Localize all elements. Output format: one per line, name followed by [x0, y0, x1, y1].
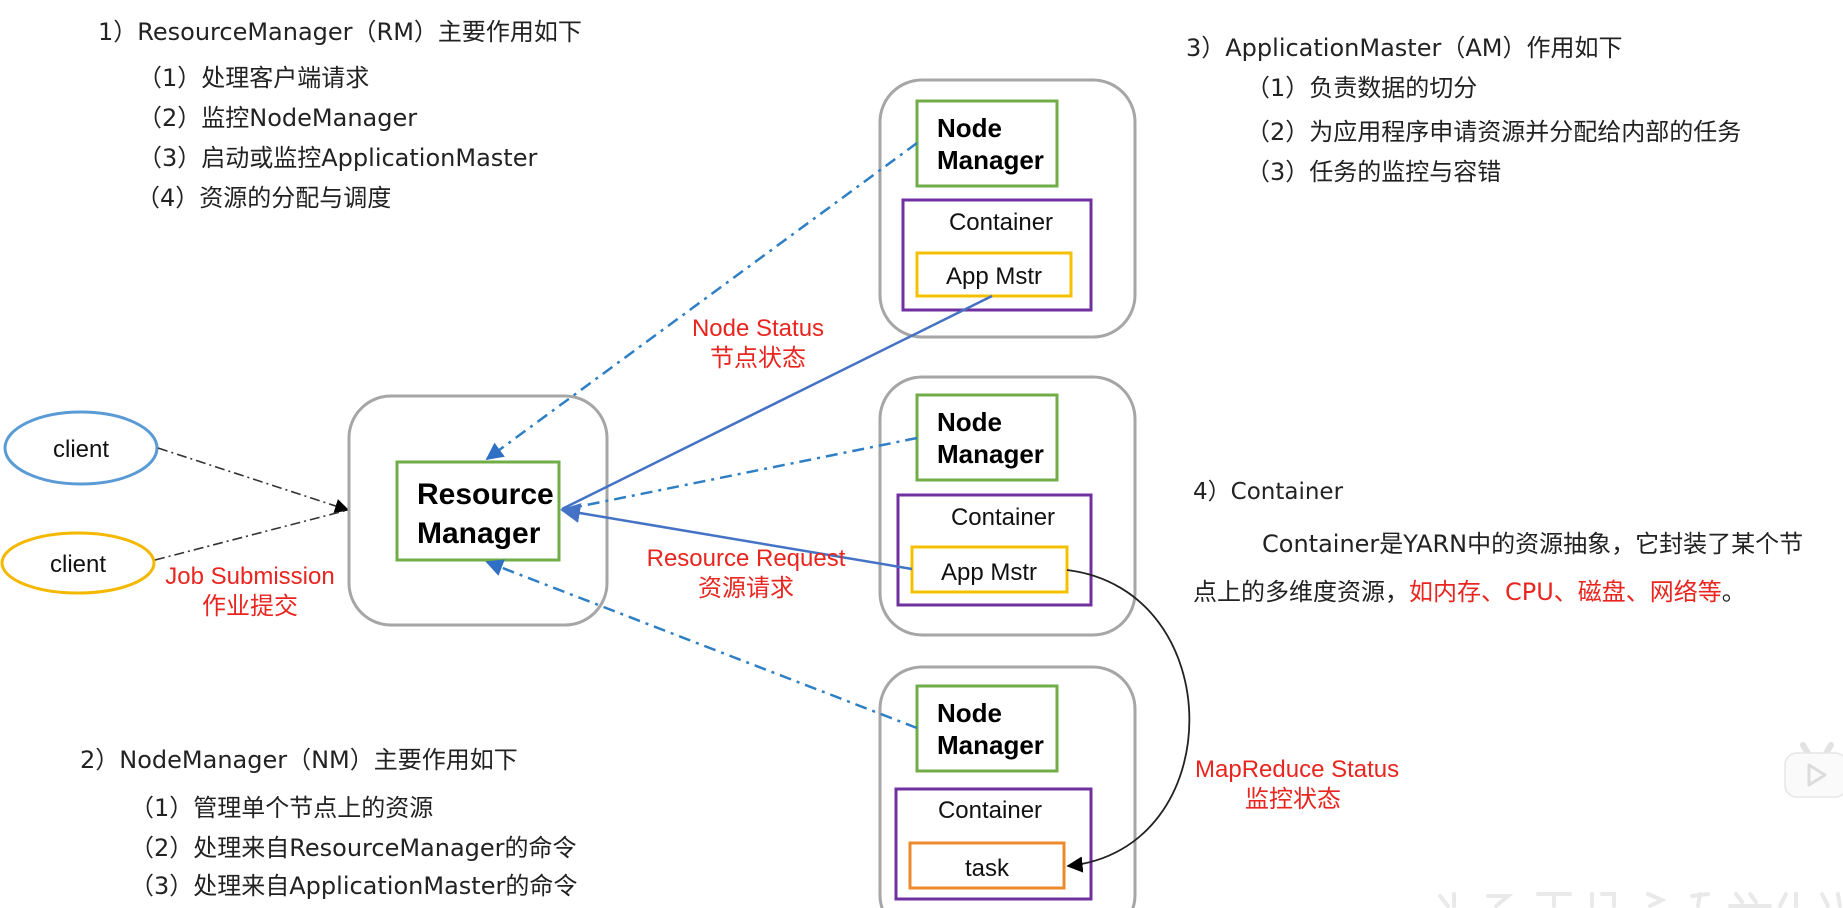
nm-section-title: 2）NodeManager（NM）主要作用如下	[80, 746, 518, 774]
mapreduce-status-label-zh: 监控状态	[1245, 786, 1341, 813]
container-label: Container	[949, 209, 1053, 236]
am-section-title: 3）ApplicationMaster（AM）作用如下	[1186, 34, 1623, 62]
am-item: （3）任务的监控与容错	[1246, 158, 1502, 186]
resource-request-label-zh: 资源请求	[698, 575, 794, 602]
rm-item: （2）监控NodeManager	[138, 104, 418, 132]
client-label: client	[50, 551, 106, 578]
container-desc-highlight: 如内存、CPU、磁盘、网络等	[1409, 578, 1722, 606]
watermark	[1438, 892, 1842, 908]
node-host: Node Manager Container task	[878, 665, 1137, 908]
mapreduce-status-arc	[1066, 569, 1191, 873]
app-master-label: App Mstr	[946, 263, 1042, 290]
client-ellipse	[3, 410, 159, 486]
node-manager-box	[915, 393, 1059, 482]
job-submission-label: Job Submission 作业提交	[150, 562, 350, 622]
node-host: Node Manager Container App Mstr	[878, 78, 1137, 339]
task-box	[908, 841, 1066, 890]
resource-request-line	[560, 503, 913, 571]
am-item: （1）负责数据的切分	[1246, 74, 1478, 102]
node-manager-label-line1: Node	[937, 407, 1002, 437]
client-label: client	[53, 436, 109, 463]
node-host: Node Manager Container App Mstr	[878, 375, 1137, 637]
node-manager-box	[915, 684, 1059, 773]
resource-request-label: Resource Request 资源请求	[630, 544, 862, 604]
container-label: Container	[938, 797, 1042, 824]
app-master-box	[915, 251, 1073, 298]
app-master-box	[910, 545, 1069, 594]
node-manager-label-line2: Manager	[937, 730, 1044, 760]
node-status-label-en: Node Status	[691, 315, 825, 342]
rm-item: （3）启动或监控ApplicationMaster	[138, 144, 538, 172]
client-node: client	[3, 410, 159, 486]
resource-request-label-en: Resource Request	[646, 545, 846, 572]
nm-item: （1）管理单个节点上的资源	[130, 794, 434, 822]
job-submission-line	[154, 509, 349, 561]
container-label: Container	[951, 504, 1055, 531]
container-section-title: 4）Container	[1193, 479, 1344, 505]
container-desc-prefix: 点上的多维度资源，	[1193, 578, 1409, 606]
node-status-line	[485, 141, 918, 461]
resource-manager-label-line2: Manager	[417, 517, 541, 550]
node-manager-box	[915, 99, 1059, 188]
am-item: （2）为应用程序申请资源并分配给内部的任务	[1246, 118, 1742, 146]
client-node: client	[0, 531, 156, 595]
node-manager-label-line2: Manager	[937, 145, 1044, 175]
job-submission-label-en: Job Submission	[165, 563, 335, 590]
node-status-label-zh: 节点状态	[710, 345, 806, 372]
node-status-label: Node Status 节点状态	[673, 314, 843, 374]
node-status-line	[561, 436, 918, 512]
container-desc-line2: 点上的多维度资源，如内存、CPU、磁盘、网络等。	[1193, 572, 1746, 607]
task-label: task	[965, 855, 1010, 882]
nm-item: （2）处理来自ResourceManager的命令	[130, 834, 577, 862]
nm-item: （3）处理来自ApplicationMaster的命令	[130, 872, 578, 900]
rm-item: （4）资源的分配与调度	[136, 184, 392, 212]
bilibili-tv-icon[interactable]	[1783, 735, 1843, 801]
node-status-line	[485, 559, 918, 730]
client-ellipse	[0, 531, 156, 595]
job-submission-line	[157, 447, 350, 513]
node-manager-label-line1: Node	[937, 113, 1002, 143]
rm-item: （1）处理客户端请求	[138, 64, 370, 92]
container-desc-line1: Container是YARN中的资源抽象，它封装了某个节	[1262, 530, 1804, 558]
app-master-label: App Mstr	[941, 559, 1037, 586]
resource-request-line	[561, 294, 993, 511]
resource-manager-label-line1: Resource	[417, 478, 554, 511]
node-manager-label-line1: Node	[937, 698, 1002, 728]
mapreduce-status-label: MapReduce Status 监控状态	[1195, 755, 1435, 815]
rm-section-title: 1）ResourceManager（RM）主要作用如下	[98, 18, 582, 46]
node-manager-label-line2: Manager	[937, 439, 1044, 469]
resource-manager-box	[395, 460, 561, 562]
container-desc-suffix: 。	[1721, 578, 1746, 606]
mapreduce-status-label-en: MapReduce Status	[1195, 756, 1400, 783]
job-submission-label-zh: 作业提交	[202, 593, 298, 620]
